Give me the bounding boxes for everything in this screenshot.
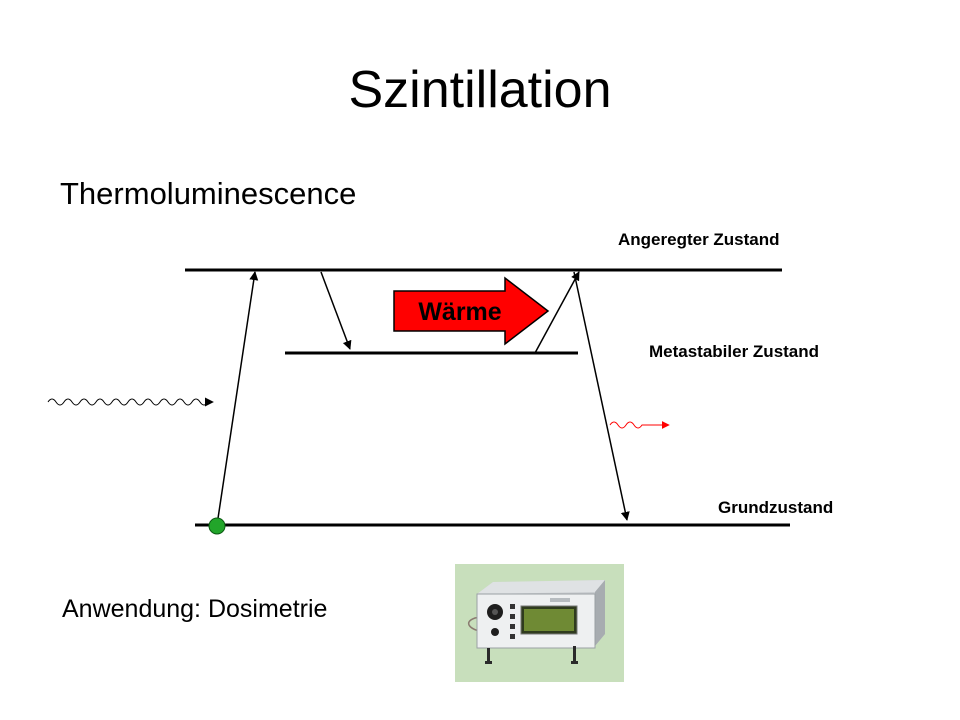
ground-state-label: Grundzustand	[718, 498, 834, 517]
trapping-arrow	[320, 271, 352, 350]
thermal-release-arrow	[534, 271, 580, 354]
electron-dot	[208, 517, 226, 535]
dosimeter-photo	[455, 564, 624, 682]
application-text: Anwendung: Dosimetrie	[62, 595, 328, 623]
heat-arrow	[393, 276, 550, 346]
slide-title: Szintillation	[348, 61, 612, 119]
heat-label: Wärme	[418, 298, 501, 326]
emission-arrow	[573, 271, 630, 521]
emitted-photon-wave	[609, 421, 670, 429]
slide-subtitle: Thermoluminescence	[60, 176, 357, 211]
incoming-radiation-wave	[47, 397, 214, 407]
metastable-state-label: Metastabiler Zustand	[649, 342, 820, 361]
excited-state-label: Angeregter Zustand	[618, 230, 780, 249]
excitation-arrow	[216, 271, 259, 526]
